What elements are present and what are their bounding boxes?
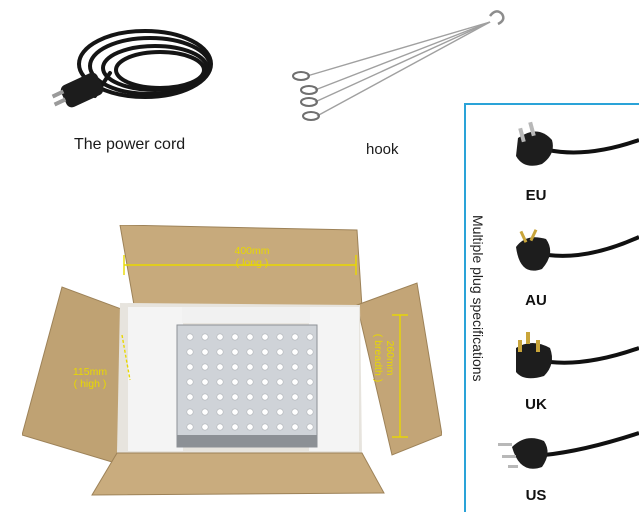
packaging-box-image	[22, 225, 442, 496]
length-dimension: 400mm ( long )	[212, 245, 292, 269]
height-value: 115mm	[72, 366, 108, 378]
plug-specs-title: Multiple plug specifications	[470, 215, 486, 382]
height-label: ( high )	[73, 378, 107, 390]
us-plug-icon	[498, 431, 639, 469]
length-value: 400mm	[234, 245, 270, 257]
au-plug-icon	[516, 229, 639, 271]
uk-plug-icon	[516, 332, 639, 379]
width-dimension: 260mm ( breadth )	[372, 318, 396, 398]
length-label: ( long )	[235, 257, 269, 269]
eu-plug-icon	[516, 121, 639, 166]
plug-label-us: US	[525, 487, 547, 504]
height-dimension: 115mm ( high )	[60, 366, 120, 390]
power-cord-image	[51, 29, 213, 108]
width-label: ( breadth )	[372, 333, 384, 383]
hook-caption: hook	[366, 141, 399, 158]
plug-label-au: AU	[525, 292, 547, 309]
hanging-hook-image	[292, 10, 505, 121]
width-value: 260mm	[384, 340, 396, 376]
power-cord-caption: The power cord	[74, 136, 186, 153]
plug-label-uk: UK	[525, 396, 547, 413]
plug-specs-frame	[464, 103, 639, 512]
plug-label-eu: EU	[525, 187, 547, 204]
